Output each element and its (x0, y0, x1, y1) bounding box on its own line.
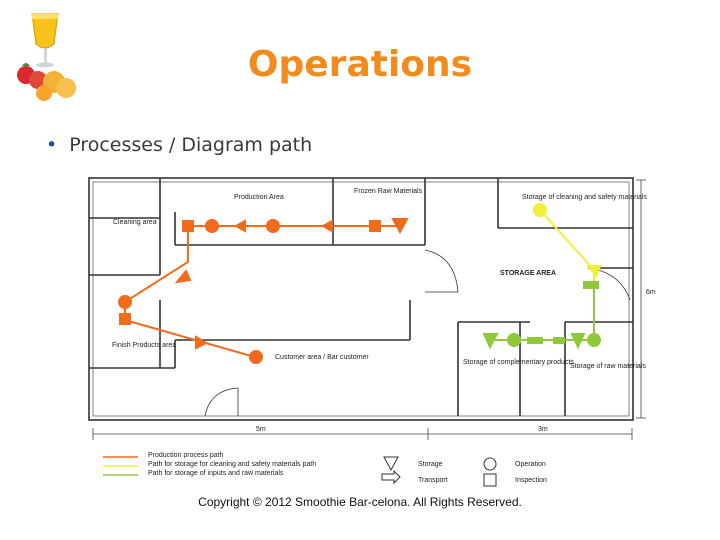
legend-inspection-icon (483, 473, 497, 487)
inspection-symbol (583, 281, 599, 289)
operation-symbol (266, 219, 280, 233)
storage-symbol (482, 333, 499, 350)
room-label-production-area: Production Area (234, 194, 284, 201)
transport-arrow (585, 265, 602, 278)
room-label-storage-cleaning: Storage of cleaning and safety materials (522, 194, 647, 201)
bullet-dot: • (46, 134, 58, 156)
legend-raw-path: Path for storage of inputs and raw mater… (148, 470, 284, 477)
inspection-symbol (119, 313, 131, 325)
bullet-item: • Processes / Diagram path (46, 134, 312, 156)
dimension-width-left: 5m (256, 426, 266, 433)
inspection-symbol (527, 337, 543, 344)
walls (88, 177, 634, 421)
inspection-symbol (182, 220, 194, 232)
room-label-storage-complementary: Storage of complementary products (463, 359, 574, 366)
dimension-height: 6m (646, 289, 656, 296)
legend-operation-label: Operation (515, 461, 546, 468)
room-label-cleaning-area: Cleaning area (113, 219, 157, 226)
operation-symbol (507, 333, 521, 347)
room-label-customer-area: Customer area / Bar customer (275, 354, 369, 361)
slide-title: Operations (247, 44, 473, 85)
operation-symbol (249, 350, 263, 364)
raw-materials-path (482, 281, 601, 350)
bullet-text: Processes / Diagram path (69, 134, 313, 156)
operation-symbol (205, 219, 219, 233)
transport-arrow (320, 219, 333, 233)
legend-storage-label: Storage (418, 461, 443, 468)
dimension-lines (92, 179, 646, 440)
legend-inspection-label: Inspection (515, 477, 547, 484)
legend-storage-icon (383, 456, 399, 472)
legend-production-path: Production process path (148, 452, 224, 459)
copyright-text: Copyright © 2012 Smoothie Bar-celona. Al… (198, 495, 522, 509)
legend-operation-icon (483, 457, 497, 471)
transport-arrow (195, 335, 209, 350)
room-label-storage-area: STORAGE AREA (500, 270, 556, 277)
production-process-path (118, 218, 409, 364)
legend-transport-label: Transport (418, 477, 448, 484)
room-label-finish-products: Finish Products area (112, 342, 176, 349)
legend-cleaning-path: Path for storage for cleaning and safety… (148, 461, 316, 468)
storage-symbol (391, 218, 409, 235)
smoothie-logo (17, 13, 76, 101)
room-label-storage-raw: Storage of raw materials (570, 363, 646, 370)
room-label-frozen-raw: Frozen Raw Materials (354, 188, 423, 195)
storage-symbol (570, 333, 586, 350)
transport-arrow (233, 219, 246, 233)
legend-transport-icon (381, 469, 401, 485)
operation-symbol (118, 295, 132, 309)
dimension-width-right: 3m (538, 426, 548, 433)
inspection-symbol (553, 337, 565, 344)
legend: Production process path Path for storage… (103, 452, 547, 487)
transport-arrow (174, 269, 192, 284)
operation-symbol (533, 203, 547, 217)
operation-symbol (587, 333, 601, 347)
inspection-symbol (369, 220, 381, 232)
